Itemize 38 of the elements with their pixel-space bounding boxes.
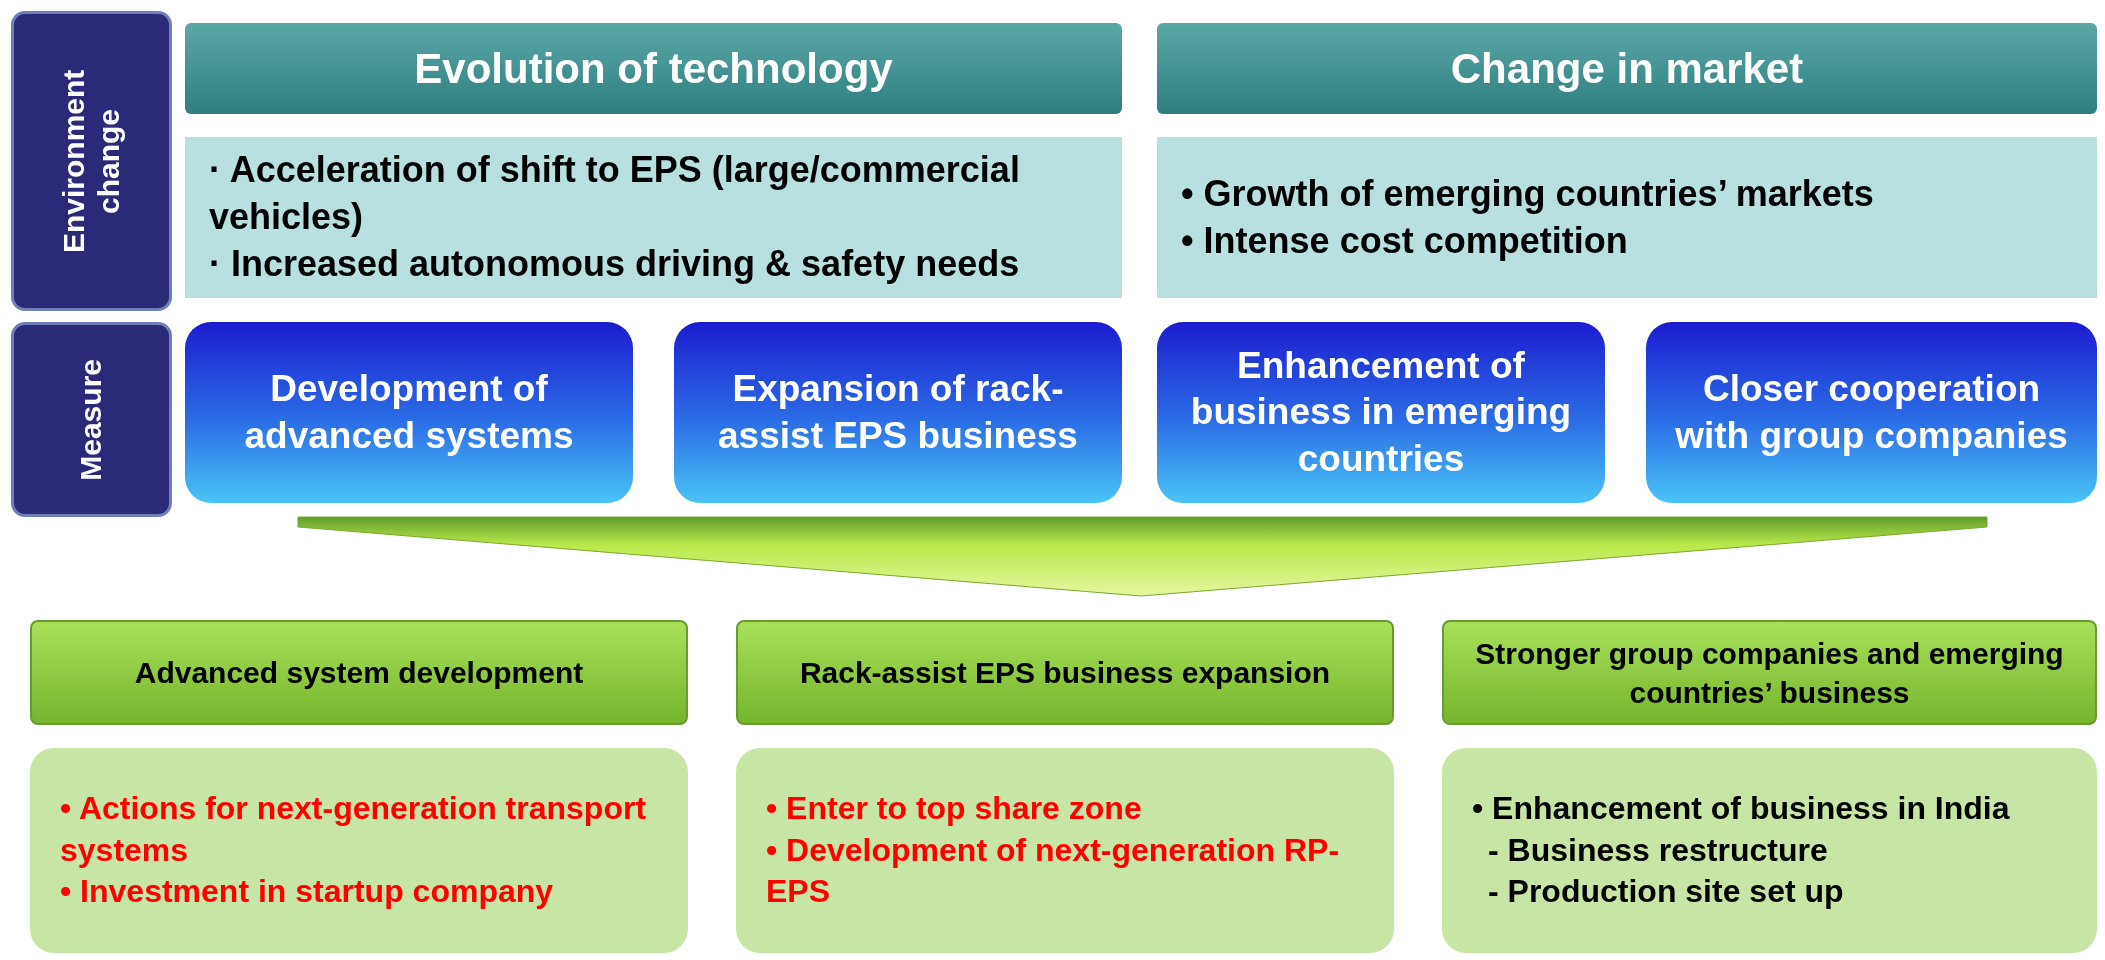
- info-panel: [1157, 137, 2097, 298]
- label-text: • Intense cost competition: [1181, 218, 1629, 263]
- header-bar: [185, 23, 1122, 114]
- result-header: [30, 620, 688, 725]
- measure-box: [1157, 322, 1605, 503]
- label-text: Advanced system development: [134, 655, 584, 691]
- label-text: • Investment in startup company: [60, 872, 555, 912]
- label-text: • Growth of emerging countries’ markets: [1181, 171, 1875, 216]
- result-panel: [1442, 748, 2097, 953]
- label-text: Evolution of technology: [414, 44, 893, 93]
- label-text: · Increased autonomous driving & safety needs: [209, 241, 1021, 286]
- label-text: • Actions for next-generation transport systems: [60, 789, 648, 870]
- result-panel: [30, 748, 688, 953]
- label-text: • Enter to top share zone: [766, 789, 1143, 829]
- side-label-box: [11, 11, 172, 311]
- label-text: Expansion of rack-assist EPS business: [717, 367, 1079, 458]
- result-panel: [736, 748, 1394, 953]
- measure-box: [674, 322, 1122, 503]
- side-label-box: [11, 322, 172, 517]
- header-bar: [1157, 23, 2097, 114]
- label-text: Environment change: [57, 68, 126, 255]
- label-text: Change in market: [1450, 44, 1804, 93]
- label-text: Closer cooperation with group companies: [1674, 367, 2069, 458]
- label-text: Enhancement of business in emerging countries: [1189, 344, 1573, 481]
- label-text: - Business restructure: [1487, 830, 1829, 870]
- label-text: • Enhancement of business in India: [1472, 789, 2011, 829]
- measure-box: [1646, 322, 2097, 503]
- label-text: Development of advanced systems: [243, 367, 575, 458]
- result-header: [736, 620, 1394, 725]
- label-text: Stronger group companies and emerging countries’ business: [1474, 635, 2065, 711]
- result-header: [1442, 620, 2097, 725]
- label-text: - Production site set up: [1487, 872, 1845, 912]
- label-text: Measure: [74, 358, 109, 481]
- label-text: • Development of next-generation RP-EPS: [766, 830, 1341, 912]
- label-text: Rack-assist EPS business expansion: [799, 655, 1331, 691]
- info-panel: [185, 137, 1122, 298]
- measure-box: [185, 322, 633, 503]
- label-text: · Acceleration of shift to EPS (large/commercial vehicles): [209, 148, 1021, 240]
